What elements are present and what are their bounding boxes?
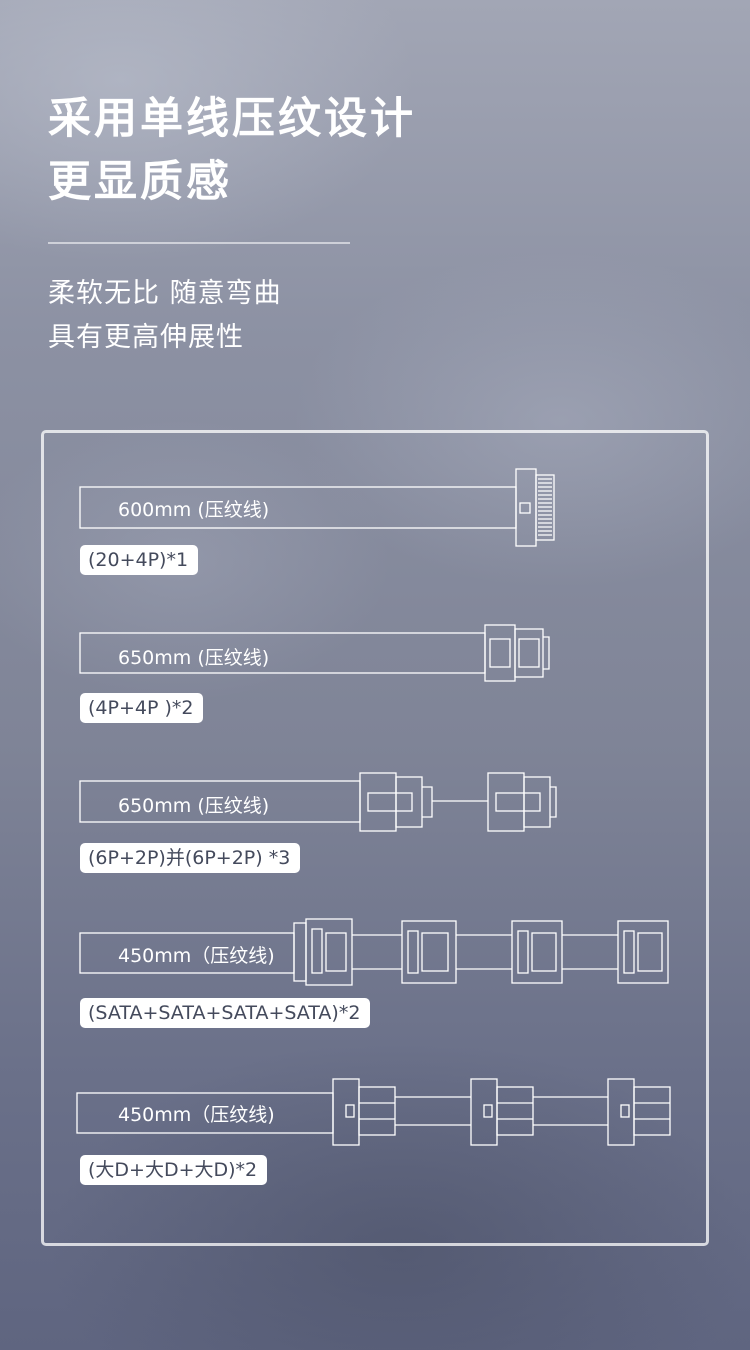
- headline-line-1: 采用单线压纹设计: [48, 94, 416, 144]
- headline-line-2: 更显质感: [48, 157, 232, 207]
- cable-length-label: 450mm（压纹线): [118, 1104, 275, 1126]
- molex-connector-diagram: [76, 1078, 671, 1146]
- title-divider: [48, 242, 350, 244]
- cable-spec-tag: (20+4P)*1: [80, 545, 199, 575]
- atx-connector-diagram: [79, 468, 555, 547]
- subtitle-line-2: 具有更高伸展性: [48, 322, 244, 353]
- cable-spec-tag: (4P+4P )*2: [80, 693, 204, 723]
- pcie-connector-diagram: [79, 772, 557, 832]
- cable-length-label: 600mm (压纹线): [118, 499, 270, 521]
- cable-list-frame: [41, 430, 709, 1246]
- subtitle: 柔软无比 随意弯曲 具有更高伸展性: [48, 272, 282, 360]
- cable-spec-tag: (6P+2P)并(6P+2P) *3: [80, 843, 301, 873]
- headline: 采用单线压纹设计 更显质感: [48, 88, 416, 214]
- cable-length-label: 450mm（压纹线): [118, 945, 275, 967]
- subtitle-line-1: 柔软无比 随意弯曲: [48, 278, 282, 309]
- cable-length-label: 650mm (压纹线): [118, 795, 270, 817]
- cpu-connector-diagram: [79, 624, 550, 682]
- sata-connector-diagram: [79, 918, 669, 986]
- cable-length-label: 650mm (压纹线): [118, 647, 270, 669]
- cable-spec-tag: (SATA+SATA+SATA+SATA)*2: [80, 998, 371, 1028]
- cable-spec-tag: (大D+大D+大D)*2: [80, 1155, 268, 1185]
